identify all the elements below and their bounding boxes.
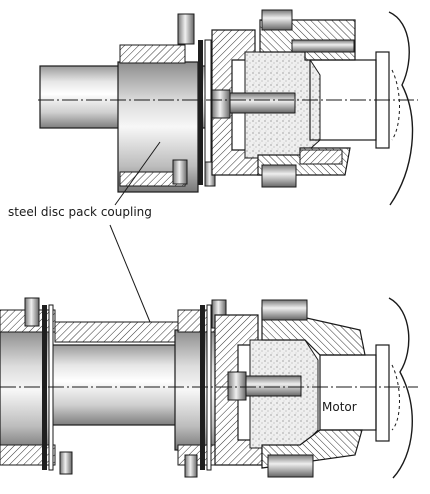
motor-housing-bottom (388, 297, 413, 479)
motor-flange-bottom (375, 344, 390, 442)
disc-pack-top (198, 40, 203, 185)
hub-right (174, 329, 221, 451)
leader-line-1 (114, 141, 161, 206)
leader-line-2 (109, 224, 151, 323)
bottom-assembly (0, 224, 418, 479)
screw-icon (261, 9, 293, 31)
bolt-icon (177, 13, 195, 45)
coupling-label: steel disc pack coupling (8, 205, 152, 219)
motor-label: Motor (322, 400, 357, 414)
hub-left (0, 329, 51, 451)
top-assembly (38, 9, 418, 206)
motor-housing-top (388, 11, 414, 206)
